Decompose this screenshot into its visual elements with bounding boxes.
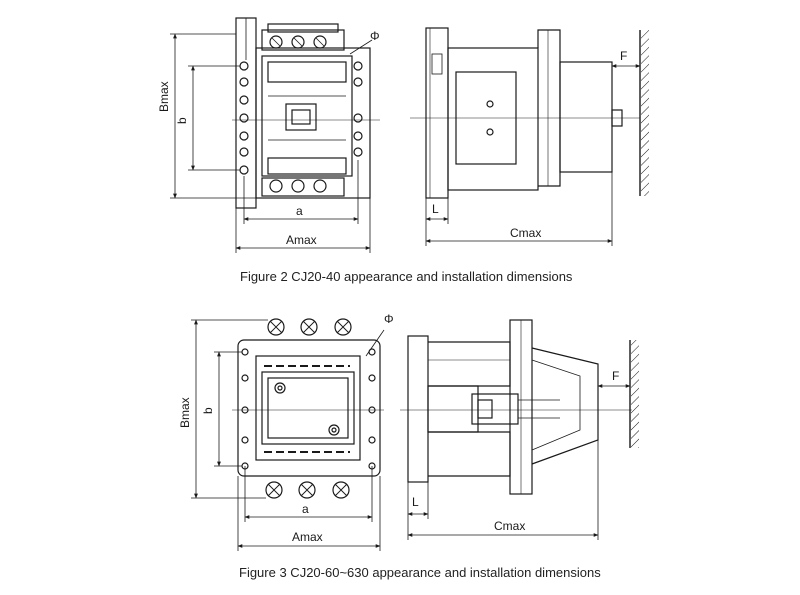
fig3-side-dimensions bbox=[407, 384, 631, 540]
fig3-f-label: F bbox=[612, 369, 619, 383]
fig2-phi-label: Φ bbox=[370, 29, 380, 43]
figure2-caption: Figure 2 CJ20-40 appearance and installa… bbox=[240, 269, 573, 284]
fig2-a-label: a bbox=[296, 204, 303, 218]
fig3-a-label: a bbox=[302, 502, 309, 516]
fig2-cmax-label: Cmax bbox=[510, 226, 541, 240]
fig3-l-label: L bbox=[412, 495, 419, 509]
fig3-side-view bbox=[400, 319, 632, 495]
fig2-side-view bbox=[410, 27, 640, 199]
fig3-cmax-label: Cmax bbox=[494, 519, 525, 533]
fig2-amax-label: Amax bbox=[286, 233, 317, 247]
fig3-phi-label: Φ bbox=[384, 312, 394, 326]
fig2-front-dimensions bbox=[170, 33, 371, 253]
fig2-f-label: F bbox=[620, 49, 627, 63]
fig3-bmax-label: Bmax bbox=[178, 397, 192, 428]
fig2-front-view bbox=[232, 17, 380, 209]
fig2-mounting-rail bbox=[639, 30, 649, 196]
fig2-b-label: b bbox=[175, 117, 189, 124]
fig2-bmax-label: Bmax bbox=[157, 81, 171, 112]
fig3-front-view bbox=[232, 318, 385, 499]
fig3-b-label: b bbox=[201, 407, 215, 414]
figure3-caption: Figure 3 CJ20-60~630 appearance and inst… bbox=[239, 565, 601, 580]
fig3-mounting-rail bbox=[629, 340, 639, 448]
fig3-amax-label: Amax bbox=[292, 530, 323, 544]
fig2-side-dimensions bbox=[425, 64, 641, 246]
fig3-front-dimensions bbox=[191, 319, 381, 551]
fig2-l-label: L bbox=[432, 202, 439, 216]
